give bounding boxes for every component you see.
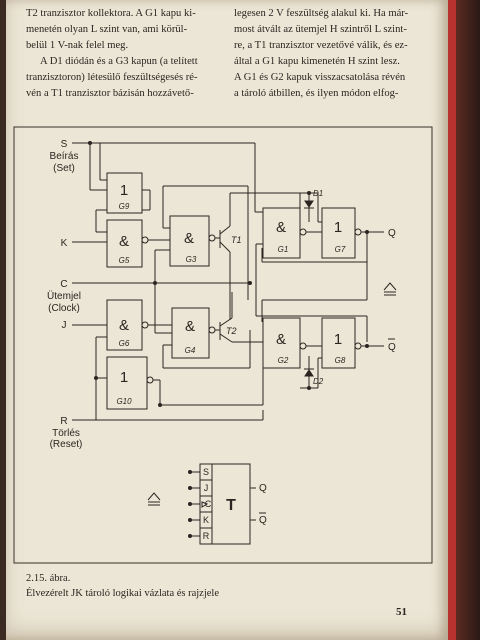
text-line: re, a T1 tranzisztor vezetővé válik, és …: [234, 40, 408, 51]
jk-block-symbol: S J C K R T Q Q: [188, 463, 267, 545]
gate-label: G8: [335, 356, 346, 365]
gate-label: G7: [335, 245, 346, 254]
text-line: menetén olyan L szint van, ami körül-: [26, 24, 188, 35]
gate-symbol: 1: [334, 331, 342, 348]
block-qbar-label: Q: [259, 515, 267, 526]
gate-label: G3: [186, 255, 197, 264]
input-c-symbol: C: [60, 279, 67, 290]
figure-caption: 2.15. ábra. Élvezérelt JK tároló logikai…: [26, 571, 219, 601]
gate-g10: 1 G10: [106, 356, 154, 410]
text-column-left: T2 tranzisztor kollektora. A G1 kapu ki-…: [26, 6, 222, 102]
gate-label: G4: [185, 346, 196, 355]
output-qbar-label: Q: [388, 342, 396, 353]
gate-symbol: &: [185, 318, 195, 335]
gate-label: G9: [119, 202, 130, 211]
gate-g7: 1 G7: [321, 207, 362, 259]
gate-symbol: 1: [334, 219, 342, 236]
background-shadow: [456, 0, 480, 640]
diode-d1-label: D1: [313, 189, 323, 198]
text-line: legesen 2 V feszültség alakul ki. Ha már…: [234, 8, 409, 19]
gate-label: G10: [116, 397, 132, 406]
input-j-label: J: [62, 320, 67, 331]
diode-d2-label: D2: [313, 377, 324, 386]
gate-symbol: &: [276, 219, 286, 236]
gate-symbol: 1: [120, 182, 128, 199]
text-line: tranzisztoron) létesülő feszültségesés r…: [26, 72, 198, 83]
book-spine-edge: [448, 0, 456, 640]
gate-g5: & G5: [106, 219, 149, 268]
pin-c-label: C: [205, 499, 212, 509]
input-c-sub: (Clock): [48, 303, 80, 314]
diode-d2: D2: [304, 368, 324, 386]
text-line: most átvált az ütemjel H szintről L szin…: [234, 24, 407, 35]
gate-symbol: 1: [120, 369, 128, 386]
gate-g1: & G1: [262, 207, 307, 259]
pin-j-label: J: [204, 483, 209, 493]
gate-symbol: &: [119, 233, 129, 250]
input-s-symbol: S: [61, 139, 68, 150]
caption-figure-number: 2.15. ábra.: [26, 573, 71, 584]
block-center-label: T: [226, 497, 236, 514]
input-r-symbol: R: [60, 416, 67, 427]
input-r-name: Törlés: [52, 428, 80, 439]
pin-k-label: K: [203, 515, 209, 525]
text-line: A D1 diódán és a G3 kapun (a telített: [40, 56, 198, 67]
gate-g2: & G2: [262, 317, 307, 369]
text-line: a tároló átbillen, és ilyen módon elfog-: [234, 88, 399, 99]
gate-g3: & G3: [169, 215, 216, 267]
equivalence-symbol: [383, 282, 397, 296]
input-k-label: K: [61, 238, 68, 249]
pin-s-label: S: [203, 467, 209, 477]
gate-g9: 1 G9: [106, 172, 143, 214]
figure-frame: [13, 126, 433, 564]
text-line: által a G1 kapu kimenetén H szint lesz.: [234, 56, 400, 67]
gate-label: G5: [119, 256, 130, 265]
gate-label: G1: [278, 245, 289, 254]
output-q-label: Q: [388, 228, 396, 239]
input-c-name: Ütemjel: [47, 290, 81, 302]
gate-label: G2: [278, 356, 289, 365]
gate-symbol: &: [276, 331, 286, 348]
input-r-sub: (Reset): [50, 439, 83, 450]
input-s-sub: (Set): [53, 163, 75, 174]
text-line: T2 tranzisztor kollektora. A G1 kapu ki-: [26, 8, 196, 19]
gate-label: G6: [119, 339, 130, 348]
gate-g6: & G6: [106, 299, 149, 351]
block-q-label: Q: [259, 483, 267, 494]
text-column-right: legesen 2 V feszültség alakul ki. Ha már…: [234, 6, 410, 102]
input-s-name: Beírás: [50, 151, 79, 162]
text-line: belül 1 V-nak felel meg.: [26, 40, 129, 51]
junction-dots: [88, 141, 369, 407]
pin-r-label: R: [203, 531, 210, 541]
gate-symbol: &: [184, 230, 194, 247]
caption-text: Élvezérelt JK tároló logikai vázlata és …: [26, 588, 219, 599]
transistor-t1-label: T1: [231, 235, 242, 245]
gate-g4: & G4: [171, 307, 216, 359]
text-line: A G1 és G2 kapuk visszacsatolása révén: [234, 72, 406, 83]
equivalence-symbol: [147, 492, 161, 506]
diode-d1: D1: [304, 189, 323, 209]
gate-symbol: &: [119, 317, 129, 334]
gate-g8: 1 G8: [321, 317, 362, 369]
transistor-t2-label: T2: [226, 326, 237, 336]
page-number: 51: [396, 606, 407, 618]
text-line: vén a T1 tranzisztor bázisán hozzávető-: [26, 88, 194, 99]
